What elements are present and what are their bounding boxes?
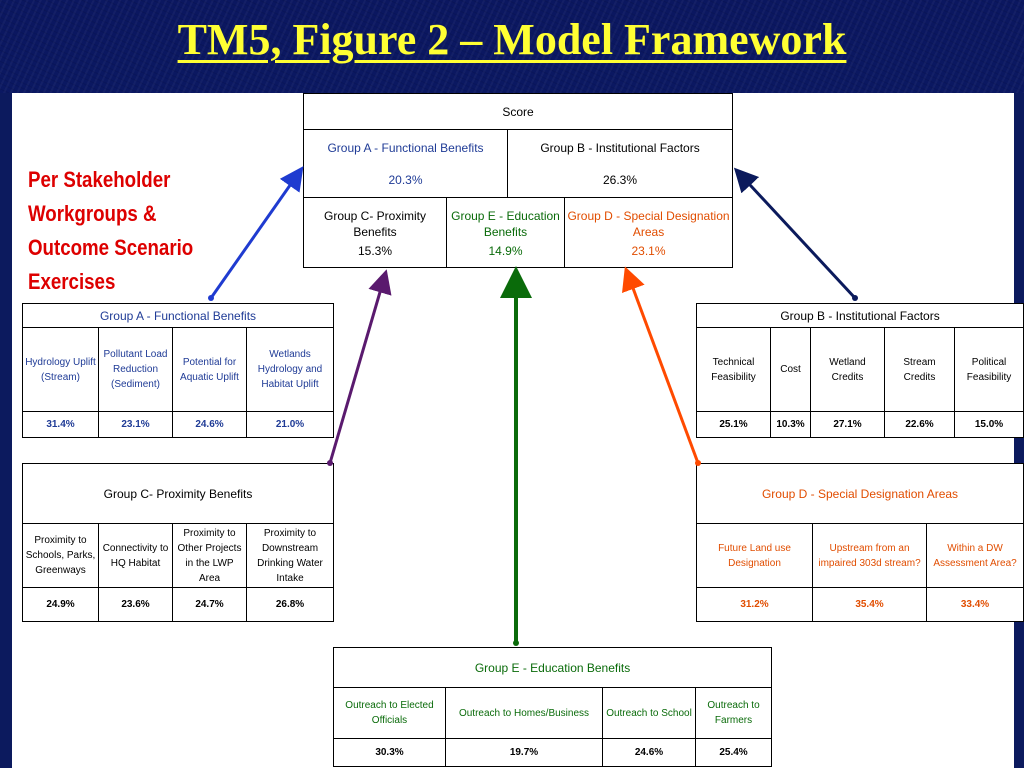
group-e-weight: 24.6%	[602, 737, 696, 768]
group-c-weight: 24.7%	[172, 587, 247, 622]
group-d-weight: 31.2%	[696, 587, 813, 622]
group-b-weight: 15.0%	[953, 411, 1024, 438]
group-e-criterion: Outreach to Farmers	[694, 687, 773, 739]
group-b-weight: 27.1%	[810, 411, 885, 438]
score-group-d-value: 23.1%	[631, 243, 666, 258]
left-border-strip	[0, 93, 12, 768]
arrow-group-d-origin	[695, 460, 701, 466]
group-c-criterion: Proximity to Downstream Drinking Water I…	[245, 523, 335, 588]
group-b-title: Group B - Institutional Factors	[695, 303, 1024, 328]
caption-line: Workgroups &	[28, 201, 157, 226]
group-d-criterion: Upstream from an impaired 303d stream?	[812, 523, 927, 588]
score-group-c-value: 15.3%	[357, 243, 393, 258]
caption-line: Exercises	[28, 269, 116, 294]
group-b-weight: 10.3%	[770, 411, 811, 438]
group-b-table: Group B - Institutional Factors Technica…	[695, 303, 1024, 438]
arrow-group-d	[622, 266, 700, 464]
score-group-a-value: 20.3%	[388, 172, 423, 187]
score-group-e-value: 14.9%	[488, 243, 523, 258]
caption-line: Per Stakeholder	[28, 167, 171, 192]
group-c-criterion: Proximity to Other Projects in the LWP A…	[172, 523, 247, 588]
group-a-criterion: Potential for Aquatic Uplift	[172, 327, 247, 412]
arrow-group-e-origin	[513, 640, 519, 646]
score-group-b-value: 26.3%	[603, 172, 638, 187]
arrow-group-a-origin	[208, 295, 214, 301]
group-b-weight: 25.1%	[696, 411, 771, 438]
group-b-weight: 22.6%	[884, 411, 955, 438]
group-a-criterion: Hydrology Uplift (Stream)	[22, 327, 99, 412]
score-group-b-label: Group B - Institutional Factors	[540, 140, 700, 155]
group-d-table: Group D - Special Designation Areas Futu…	[695, 463, 1024, 622]
group-b-criterion: Wetland Credits	[810, 327, 885, 412]
arrow-group-c-origin	[327, 460, 333, 466]
group-a-title: Group A - Functional Benefits	[21, 303, 335, 328]
arrow-group-b-origin	[852, 295, 858, 301]
group-e-weight: 25.4%	[694, 737, 773, 768]
group-a-weight: 21.0%	[245, 411, 335, 438]
caption-line: Outcome Scenario	[28, 235, 194, 260]
group-a-weight: 31.4%	[22, 411, 99, 438]
score-group-a-label: Group A - Functional Benefits	[327, 140, 484, 155]
score-group-d-cell: Group D - Special Designation Areas 23.1…	[563, 197, 734, 268]
slide-title: TM5, Figure 2 – Model Framework	[177, 15, 847, 64]
group-d-weight: 33.4%	[925, 587, 1024, 622]
group-d-criterion: Future Land use Designation	[696, 523, 813, 588]
group-d-title: Group D - Special Designation Areas	[695, 463, 1024, 524]
arrow-group-c	[328, 269, 392, 464]
score-group-c-label: Group C- Proximity Benefits	[323, 208, 427, 239]
group-e-weight: 19.7%	[445, 737, 603, 768]
group-a-criterion: Wetlands Hydrology and Habitat Uplift	[245, 327, 335, 412]
group-a-table: Group A - Functional Benefits Hydrology …	[21, 303, 335, 438]
score-group-d-label: Group D - Special Designation Areas	[567, 208, 730, 239]
score-box: Score Group A - Functional Benefits 20.3…	[302, 93, 734, 268]
group-a-weight: 23.1%	[98, 411, 173, 438]
score-group-b-cell: Group B - Institutional Factors 26.3%	[506, 129, 734, 198]
arrow-group-b	[733, 167, 857, 300]
score-group-c-cell: Group C- Proximity Benefits 15.3%	[303, 197, 447, 268]
group-c-weight: 24.9%	[22, 587, 99, 622]
stakeholder-caption: Per Stakeholder Workgroups & Outcome Sce…	[28, 163, 193, 299]
arrow-group-a	[209, 166, 304, 299]
score-group-a-cell: Group A - Functional Benefits 20.3%	[303, 129, 508, 198]
group-d-weight: 35.4%	[812, 587, 927, 622]
group-c-table: Group C- Proximity Benefits Proximity to…	[21, 463, 335, 622]
group-a-weight: 24.6%	[172, 411, 247, 438]
group-e-weight: 30.3%	[333, 737, 446, 768]
score-group-e-cell: Group E - Education Benefits 14.9%	[446, 197, 565, 268]
group-d-criterion: Within a DW Assessment Area?	[925, 523, 1024, 588]
group-c-weight: 23.6%	[98, 587, 173, 622]
group-b-criterion: Technical Feasibility	[696, 327, 771, 412]
group-a-criterion: Pollutant Load Reduction (Sediment)	[98, 327, 173, 412]
score-title: Score	[302, 93, 734, 130]
group-e-table: Group E - Education Benefits Outreach to…	[332, 646, 773, 768]
score-group-e-label: Group E - Education Benefits	[451, 208, 560, 239]
group-e-title: Group E - Education Benefits	[332, 646, 773, 689]
group-e-criterion: Outreach to Homes/Business	[445, 687, 603, 739]
group-c-weight: 26.8%	[245, 587, 335, 622]
